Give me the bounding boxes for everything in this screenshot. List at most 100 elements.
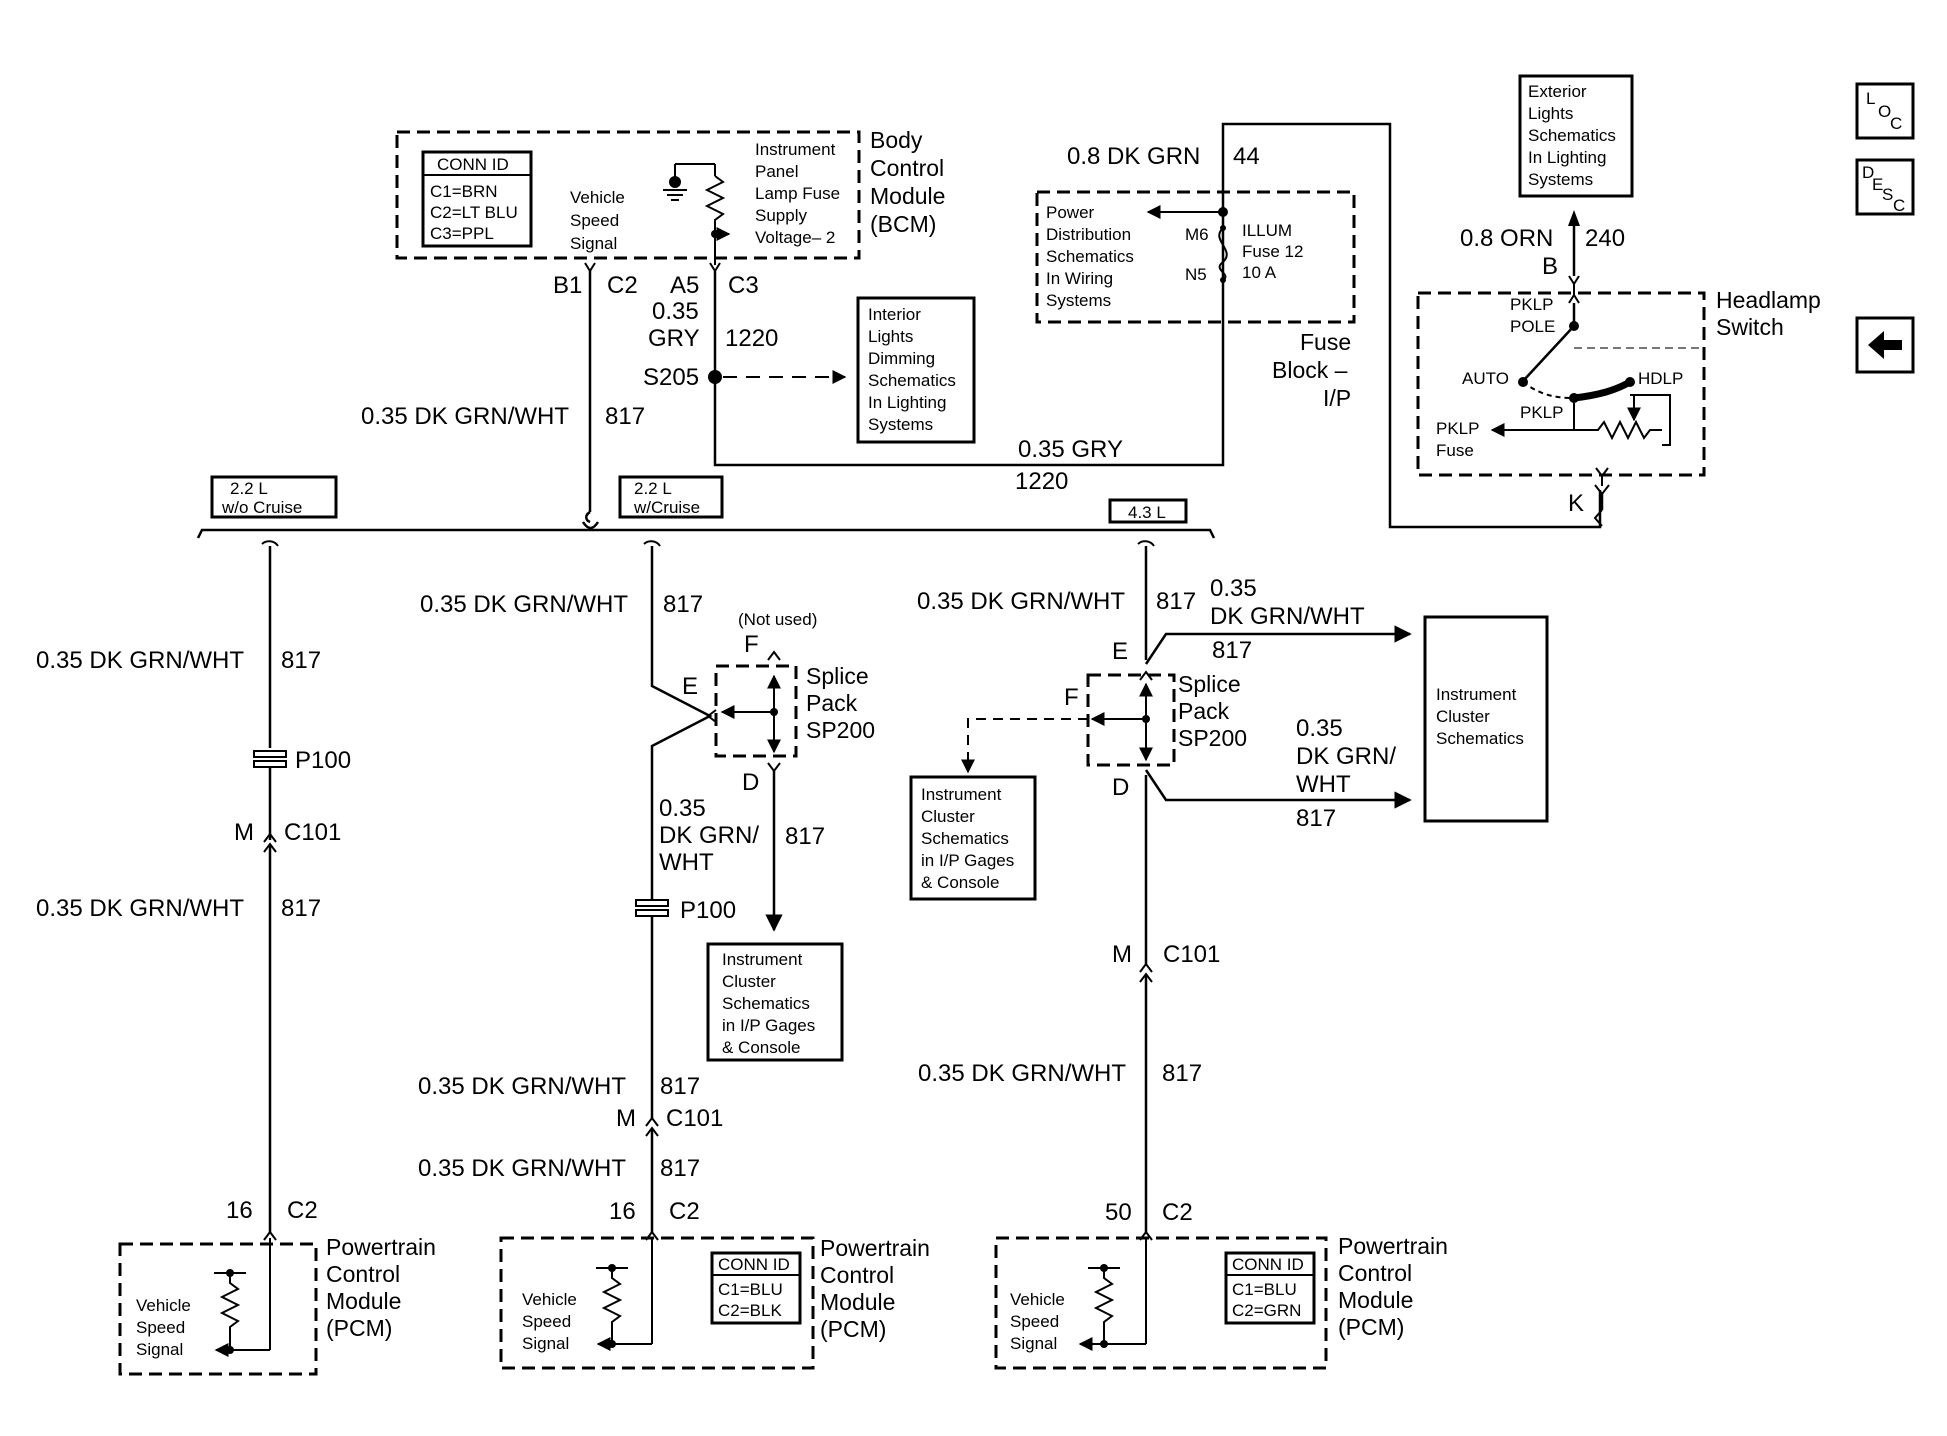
svg-text:Cluster: Cluster — [1436, 707, 1490, 726]
svg-text:Fuse: Fuse — [1300, 329, 1351, 355]
svg-text:N5: N5 — [1185, 265, 1207, 284]
option-43: 4.3 L — [1108, 498, 1188, 524]
svg-text:Signal: Signal — [1010, 1334, 1057, 1353]
svg-text:Systems: Systems — [1046, 291, 1111, 310]
interior-lights-box: Interior Lights Dimming Schematics In Li… — [856, 296, 976, 444]
column-2: 0.35 DK GRN/WHT 817 E (Not used) F Splic… — [418, 540, 875, 1234]
svg-text:D: D — [742, 769, 759, 796]
svg-text:Module: Module — [1338, 1287, 1413, 1313]
svg-text:(Not used): (Not used) — [738, 610, 817, 629]
svg-text:16: 16 — [226, 1197, 253, 1224]
svg-text:F: F — [744, 631, 759, 658]
svg-text:(PCM): (PCM) — [820, 1316, 886, 1342]
svg-text:2.2 L: 2.2 L — [634, 479, 672, 498]
svg-text:817: 817 — [1162, 1060, 1202, 1087]
svg-text:P100: P100 — [680, 897, 736, 924]
svg-text:CONN ID: CONN ID — [718, 1255, 790, 1274]
svg-text:Schematics: Schematics — [722, 994, 810, 1013]
svg-text:C2: C2 — [287, 1197, 318, 1224]
svg-text:0.35 DK GRN/WHT: 0.35 DK GRN/WHT — [418, 1073, 626, 1100]
splice-dot — [708, 370, 722, 384]
svg-text:DK GRN/: DK GRN/ — [659, 822, 759, 849]
svg-text:(BCM): (BCM) — [870, 211, 936, 237]
svg-text:817: 817 — [1212, 637, 1252, 664]
svg-text:E: E — [682, 673, 698, 700]
svg-text:C1=BLU: C1=BLU — [1232, 1280, 1297, 1299]
svg-text:Fuse: Fuse — [1436, 441, 1474, 460]
splice-s205: S205 — [643, 364, 699, 391]
option-22-cruise: 2.2 L w/Cruise — [618, 475, 724, 519]
svg-text:817: 817 — [785, 823, 825, 850]
svg-text:Instrument: Instrument — [1436, 685, 1517, 704]
svg-text:Pack: Pack — [806, 690, 858, 716]
svg-text:Systems: Systems — [1528, 170, 1593, 189]
splice-pack-sp200-b — [1086, 670, 1176, 767]
svg-text:Signal: Signal — [136, 1340, 183, 1359]
loc-button[interactable]: L O C — [1855, 82, 1915, 140]
wire-label: 0.35 GRY — [1018, 436, 1123, 463]
svg-text:0.35 DK GRN/WHT: 0.35 DK GRN/WHT — [418, 1155, 626, 1182]
svg-text:Module: Module — [820, 1289, 895, 1315]
svg-text:in I/P Gages: in I/P Gages — [921, 851, 1014, 870]
column-1: 0.35 DK GRN/WHT 817 P100 M C101 0.35 DK … — [36, 540, 351, 1234]
svg-text:Powertrain: Powertrain — [1338, 1233, 1448, 1259]
svg-text:Vehicle: Vehicle — [570, 188, 625, 207]
svg-text:DK GRN/WHT: DK GRN/WHT — [1210, 603, 1365, 630]
svg-text:POLE: POLE — [1510, 317, 1555, 336]
headlamp-title: Switch — [1716, 314, 1784, 340]
circuit-label: 1220 — [1015, 468, 1068, 495]
svg-text:Speed: Speed — [522, 1312, 571, 1331]
svg-text:Instrument: Instrument — [722, 950, 803, 969]
wire-label: 0.8 DK GRN — [1067, 143, 1200, 170]
splice-pack-sp200-a — [714, 650, 798, 758]
svg-text:D: D — [1112, 774, 1129, 801]
svg-text:0.35 DK GRN/WHT: 0.35 DK GRN/WHT — [420, 591, 628, 618]
bcm-conn-id-table: CONN ID C1=BRN C2=LT BLU C3=PPL — [421, 150, 533, 248]
desc-button[interactable]: D E S C — [1855, 158, 1915, 216]
svg-text:2.2 L: 2.2 L — [230, 479, 268, 498]
svg-text:CONN ID: CONN ID — [437, 155, 509, 174]
pcm-module-2: Vehicle Speed Signal CONN ID C1=BLU C2=B… — [499, 1230, 930, 1370]
svg-text:Schematics: Schematics — [1528, 126, 1616, 145]
svg-text:817: 817 — [1156, 588, 1196, 615]
svg-text:Cluster: Cluster — [722, 972, 776, 991]
svg-text:0.35 DK GRN/WHT: 0.35 DK GRN/WHT — [918, 1060, 1126, 1087]
svg-text:Control: Control — [326, 1261, 400, 1287]
svg-text:Exterior: Exterior — [1528, 82, 1587, 101]
svg-text:WHT: WHT — [1296, 771, 1351, 798]
svg-text:C2: C2 — [1162, 1199, 1193, 1226]
svg-text:Lights: Lights — [868, 327, 913, 346]
svg-text:CONN ID: CONN ID — [1232, 1255, 1304, 1274]
svg-text:Fuse 12: Fuse 12 — [1242, 242, 1303, 261]
svg-text:Schematics: Schematics — [921, 829, 1009, 848]
svg-text:Powertrain: Powertrain — [820, 1235, 930, 1261]
svg-text:M: M — [616, 1105, 636, 1132]
pcm-conn-id-table-3: CONN ID C1=BLU C2=GRN — [1224, 1251, 1316, 1325]
ic-schematics-box: Instrument Cluster Schematics — [1423, 615, 1549, 823]
svg-text:0.35 DK GRN/WHT: 0.35 DK GRN/WHT — [917, 588, 1125, 615]
svg-text:in I/P Gages: in I/P Gages — [722, 1016, 815, 1035]
svg-text:Systems: Systems — [868, 415, 933, 434]
svg-text:In Wiring: In Wiring — [1046, 269, 1113, 288]
svg-text:Lamp Fuse: Lamp Fuse — [755, 184, 840, 203]
back-arrow-button[interactable] — [1855, 316, 1915, 374]
pin-k: K — [1568, 490, 1584, 517]
svg-text:C1=BRN: C1=BRN — [430, 182, 498, 201]
svg-text:E: E — [1112, 638, 1128, 665]
wire-label: 0.35 DK GRN/WHT — [361, 403, 569, 430]
svg-text:In Lighting: In Lighting — [1528, 148, 1606, 167]
svg-text:Powertrain: Powertrain — [326, 1234, 436, 1260]
svg-text:Cluster: Cluster — [921, 807, 975, 826]
svg-text:ILLUM: ILLUM — [1242, 221, 1292, 240]
svg-text:Power: Power — [1046, 203, 1095, 222]
fuse-12-icon — [1218, 227, 1228, 281]
svg-text:PKLP: PKLP — [1520, 403, 1563, 422]
svg-text:C: C — [1890, 114, 1902, 133]
pin-b1: B1 — [553, 272, 582, 299]
connector-p100 — [253, 750, 287, 768]
svg-text:50: 50 — [1105, 1199, 1132, 1226]
svg-text:Speed: Speed — [136, 1318, 185, 1337]
svg-text:AUTO: AUTO — [1462, 369, 1509, 388]
svg-text:C2=LT BLU: C2=LT BLU — [430, 203, 518, 222]
svg-text:Vehicle: Vehicle — [136, 1296, 191, 1315]
